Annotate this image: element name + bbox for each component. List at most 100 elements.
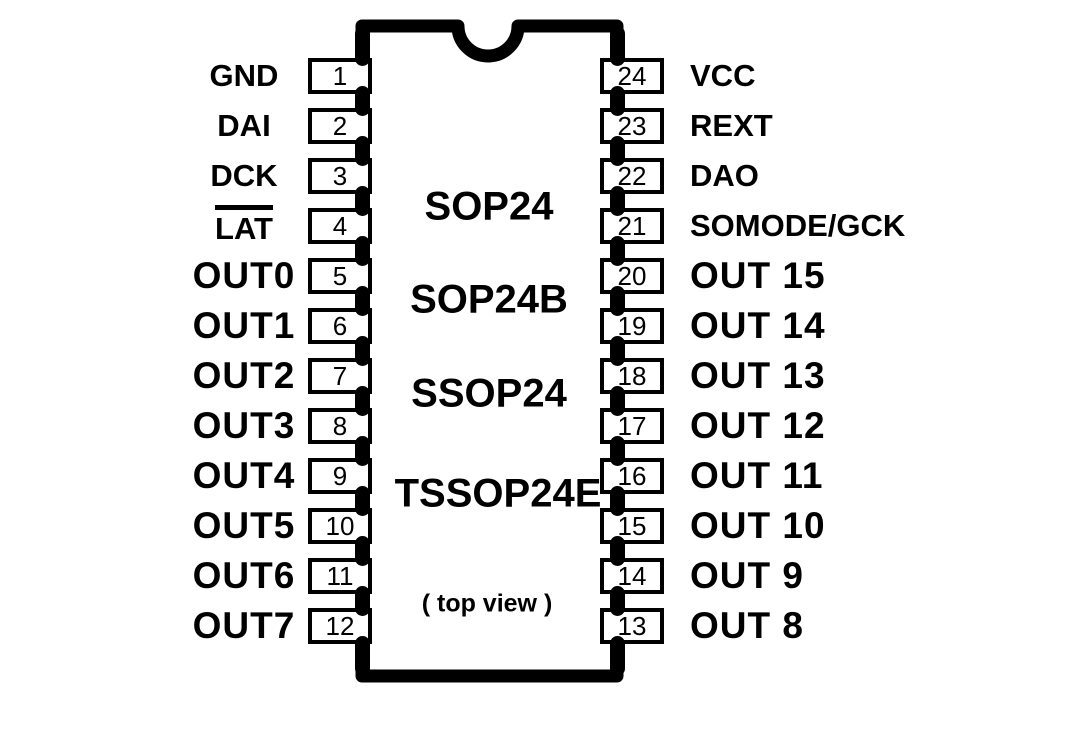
pin-18-box: 18 xyxy=(600,358,664,394)
chip-edge-segment xyxy=(354,436,370,466)
chip-edge-segment xyxy=(609,486,625,516)
pin-13-box: 13 xyxy=(600,608,664,644)
pin-16-box: 16 xyxy=(600,458,664,494)
pin-14-label: OUT 9 xyxy=(690,554,1050,598)
pin-17-label-text: OUT 12 xyxy=(690,405,826,446)
pin-4-label-text: LAT xyxy=(215,205,273,247)
pin-24-label: VCC xyxy=(690,54,1050,98)
pin-10-label-text: OUT5 xyxy=(192,505,296,546)
package-name-sop24b: SOP24B xyxy=(410,277,568,322)
pin-3-label: DCK xyxy=(64,154,424,198)
chip-edge-segment xyxy=(609,586,625,616)
chip-edge-segment xyxy=(354,386,370,416)
pin-6-label: OUT1 xyxy=(64,304,424,348)
pin-5-label: OUT0 xyxy=(64,254,424,298)
pin-8-label-text: OUT3 xyxy=(192,405,296,446)
pin-21-number: 21 xyxy=(617,211,647,241)
pin-13-label-text: OUT 8 xyxy=(690,605,804,646)
chip-edge-segment xyxy=(354,86,370,116)
pin-1-label: GND xyxy=(64,54,424,98)
pin-15-box: 15 xyxy=(600,508,664,544)
chip-edge-segment xyxy=(609,636,625,676)
pin-19-number: 19 xyxy=(617,311,647,341)
chip-edge-segment xyxy=(354,486,370,516)
pin-24-box: 24 xyxy=(600,58,664,94)
pin-14-label-text: OUT 9 xyxy=(690,555,804,596)
package-name-ssop24: SSOP24 xyxy=(411,371,567,416)
pin-4-number: 4 xyxy=(332,211,348,241)
pin-12-box: 12 xyxy=(308,608,372,644)
pin-18-number: 18 xyxy=(617,361,647,391)
pin-9-label: OUT4 xyxy=(64,454,424,498)
pin-5-label-text: OUT0 xyxy=(192,255,296,296)
top-view-note: ( top view ) xyxy=(421,589,553,618)
pin-5-number: 5 xyxy=(332,261,348,291)
pin-13-number: 13 xyxy=(617,611,647,641)
package-name-sop24: SOP24 xyxy=(424,184,554,229)
pin-12-label: OUT7 xyxy=(64,604,424,648)
pin-20-label: OUT 15 xyxy=(690,254,1050,298)
pin-20-label-text: OUT 15 xyxy=(690,255,826,296)
chip-edge-segment xyxy=(354,236,370,266)
pin-16-label: OUT 11 xyxy=(690,454,1050,498)
pin-7-label-text: OUT2 xyxy=(192,355,296,396)
chip-edge-segment xyxy=(354,336,370,366)
pin-23-number: 23 xyxy=(617,111,647,141)
pin-18-label: OUT 13 xyxy=(690,354,1050,398)
pin-12-label-text: OUT7 xyxy=(192,605,296,646)
pin-17-box: 17 xyxy=(600,408,664,444)
pin-14-box: 14 xyxy=(600,558,664,594)
chip-edge-segment xyxy=(609,236,625,266)
pin-19-label: OUT 14 xyxy=(690,304,1050,348)
pin-21-label: SOMODE/GCK xyxy=(690,204,1050,248)
pin-8-label: OUT3 xyxy=(64,404,424,448)
pin-21-box: 21 xyxy=(600,208,664,244)
pin-22-label-text: DAO xyxy=(690,158,759,193)
pin-20-number: 20 xyxy=(617,261,647,291)
pin-2-box: 2 xyxy=(308,108,372,144)
chip-edge-segment xyxy=(609,536,625,566)
pin-11-number: 11 xyxy=(326,561,354,591)
pin-22-number: 22 xyxy=(617,161,647,191)
pin-10-number: 10 xyxy=(325,511,355,541)
chip-edge-segment xyxy=(354,636,370,676)
chip-edge-segment xyxy=(354,136,370,166)
pin-12-number: 12 xyxy=(325,611,355,641)
pin-19-box: 19 xyxy=(600,308,664,344)
chip-edge-segment xyxy=(609,386,625,416)
pin-24-label-text: VCC xyxy=(690,58,756,93)
pin-11-label: OUT6 xyxy=(64,554,424,598)
pin-22-box: 22 xyxy=(600,158,664,194)
pin-2-label-text: DAI xyxy=(217,108,271,143)
chip-edge-segment xyxy=(609,186,625,216)
chip-edge-segment xyxy=(609,336,625,366)
pin-3-number: 3 xyxy=(332,161,348,191)
pin-10-label: OUT5 xyxy=(64,504,424,548)
pin-7-number: 7 xyxy=(332,361,348,391)
pin-1-label-text: GND xyxy=(209,58,279,93)
pin-13-label: OUT 8 xyxy=(690,604,1050,648)
pin-9-label-text: OUT4 xyxy=(192,455,296,496)
pin-16-number: 16 xyxy=(617,461,647,491)
chip-body-outline xyxy=(355,19,624,683)
chip-edge-segment xyxy=(354,586,370,616)
pin-14-number: 14 xyxy=(617,561,647,591)
chip-edge-segment xyxy=(354,536,370,566)
pin-4-label: LAT xyxy=(64,204,424,248)
pin-15-label-text: OUT 10 xyxy=(690,505,826,546)
chip-edge-segment xyxy=(354,286,370,316)
pin-15-number: 15 xyxy=(617,511,647,541)
pin-7-label: OUT2 xyxy=(64,354,424,398)
pin-22-label: DAO xyxy=(690,154,1050,198)
pin-24-number: 24 xyxy=(617,61,647,91)
pin-8-number: 8 xyxy=(332,411,348,441)
pin-18-label-text: OUT 13 xyxy=(690,355,826,396)
pin-17-label: OUT 12 xyxy=(690,404,1050,448)
pin-19-label-text: OUT 14 xyxy=(690,305,826,346)
pin-2-number: 2 xyxy=(332,111,348,141)
chip-edge-segment xyxy=(609,86,625,116)
chip-edge-segment xyxy=(609,136,625,166)
pin-23-label: REXT xyxy=(690,104,1050,148)
